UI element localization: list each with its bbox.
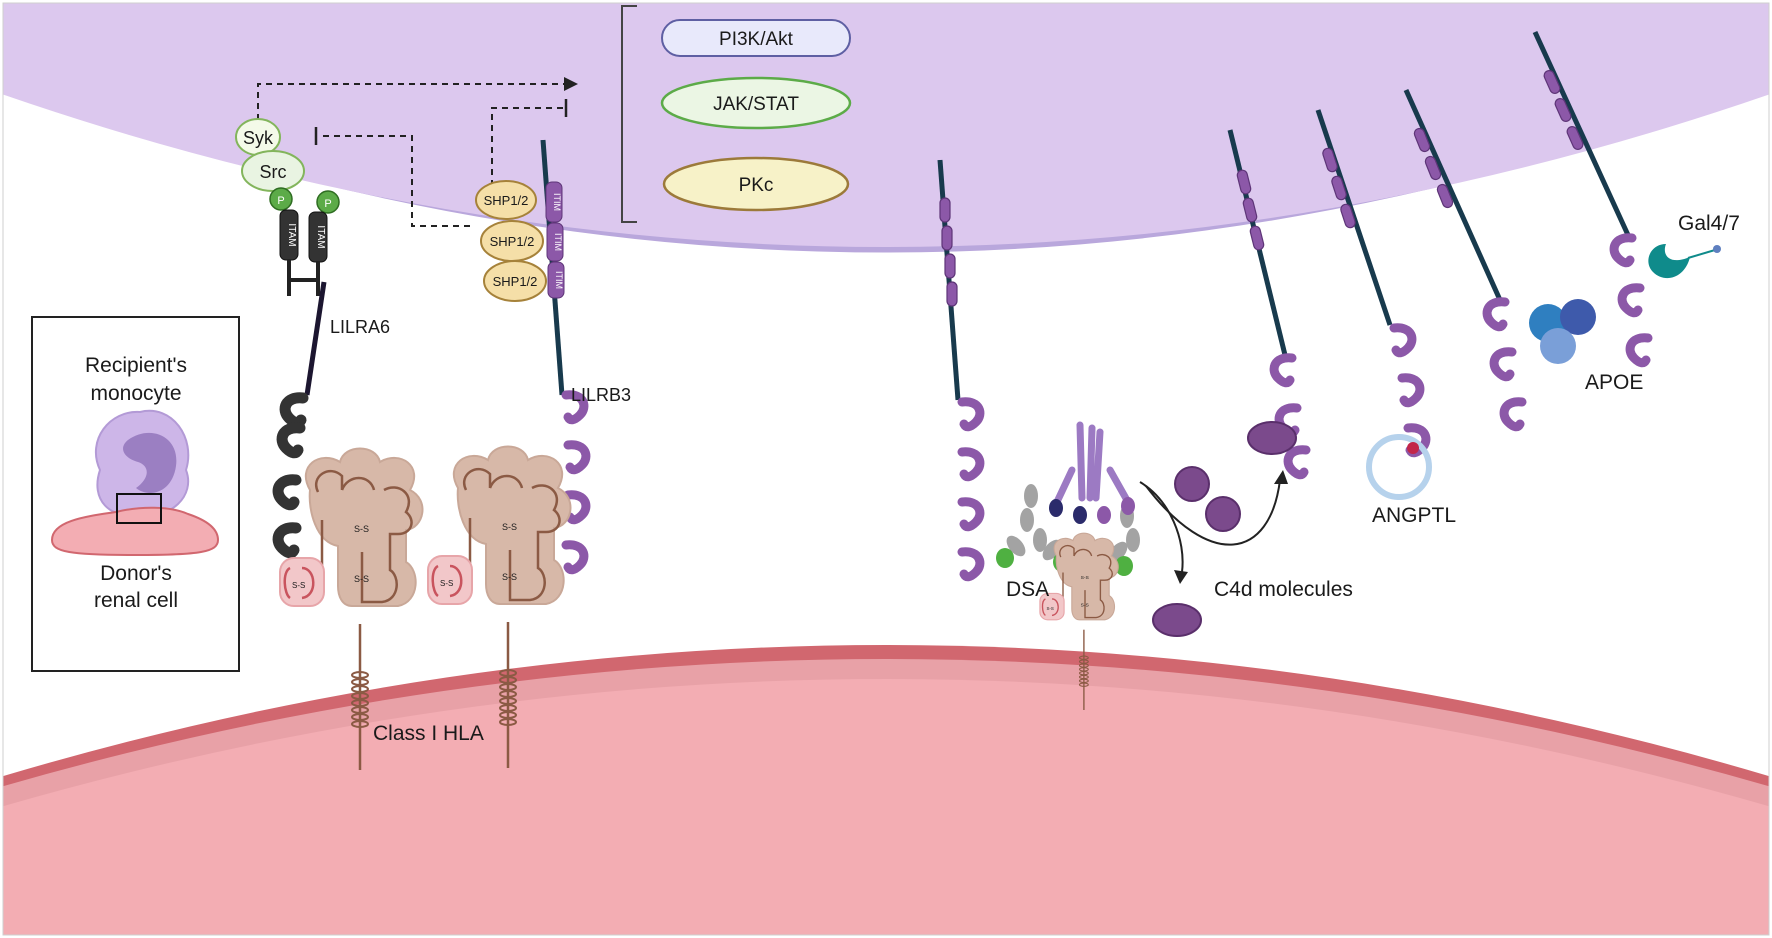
itam-motif-2: ITAM: [308, 211, 328, 263]
arrowhead: [1274, 470, 1288, 484]
phospho-group-2: P: [316, 190, 340, 214]
arrowhead: [1174, 570, 1188, 584]
svg-text:Syk: Syk: [243, 128, 274, 148]
apoe-protein: [1529, 299, 1596, 364]
hla-label: Class I HLA: [373, 722, 484, 745]
svg-text:Donor's: Donor's: [100, 562, 172, 585]
shp-phosphatase-2: SHP1/2: [480, 220, 544, 262]
phospho-group-1: P: [269, 187, 293, 211]
inset-nucleus: [123, 432, 177, 493]
receptor-dsa-side: [937, 159, 980, 577]
svg-text:ITIM: ITIM: [553, 233, 563, 251]
svg-text:SHP1/2: SHP1/2: [484, 193, 529, 208]
pathway-jakstat: JAK/STAT: [660, 76, 852, 130]
svg-text:SHP1/2: SHP1/2: [493, 274, 538, 289]
gal-label: Gal4/7: [1678, 212, 1740, 235]
renal-cytoplasm: [3, 679, 1769, 935]
receptor-apoe: [1403, 88, 1522, 427]
svg-text:Recipient's: Recipient's: [85, 354, 187, 377]
gal-protein: [1648, 244, 1721, 279]
arrowhead: [564, 77, 578, 91]
svg-text:SHP1/2: SHP1/2: [490, 234, 535, 249]
svg-text:ITIM: ITIM: [552, 193, 562, 211]
receptor-gal: [1532, 30, 1648, 363]
shp-phosphatase-3: SHP1/2: [483, 260, 547, 302]
svg-text:PKc: PKc: [739, 175, 774, 196]
inset-box: Recipient's monocyte Donor's renal cell: [31, 316, 240, 672]
lilra6-label: LILRA6: [330, 317, 390, 337]
svg-text:P: P: [324, 198, 331, 210]
lilrb3-label: LILRB3: [571, 385, 631, 405]
svg-text:renal cell: renal cell: [94, 589, 178, 612]
svg-text:Src: Src: [260, 162, 287, 182]
pathway-bracket: [621, 5, 637, 223]
itam-motif-1: ITAM: [279, 209, 299, 261]
inset-zoom-box: [116, 493, 162, 524]
c4d-label: C4d molecules: [1214, 578, 1353, 601]
svg-text:ITAM: ITAM: [315, 225, 326, 248]
inhibition-line-syk: [318, 135, 470, 227]
itam-adaptor: [287, 260, 320, 296]
receptor-c4d: [1227, 129, 1306, 475]
svg-text:JAK/STAT: JAK/STAT: [713, 94, 799, 115]
inhibition-line-top: [491, 107, 565, 186]
lilra6-stalk: [304, 281, 327, 396]
c4d-arrow-up: [1145, 479, 1281, 546]
svg-text:P: P: [277, 195, 284, 207]
monocyte-cytoplasm: [3, 3, 1769, 247]
receptor-angptl: [1315, 109, 1426, 453]
svg-text:monocyte: monocyte: [90, 382, 181, 405]
svg-text:ITIM: ITIM: [554, 271, 564, 289]
pathway-pkc: PKc: [662, 156, 850, 212]
shp-phosphatase-1: SHP1/2: [475, 180, 537, 220]
inset-renal-cell: [50, 506, 220, 557]
svg-text:ITAM: ITAM: [286, 223, 297, 246]
syk-kinase: Syk: [235, 118, 281, 156]
c1q-complex: [1049, 421, 1135, 524]
apoe-label: APOE: [1585, 371, 1643, 394]
src-kinase: Src: [241, 150, 305, 192]
pathway-pi3k: PI3K/Akt: [661, 19, 851, 57]
angptl-protein: [1366, 434, 1432, 500]
angptl-label: ANGPTL: [1372, 504, 1456, 527]
activation-arrow: [257, 83, 570, 120]
dsa-label: DSA: [1006, 578, 1049, 601]
c4d-molecules: [1152, 421, 1297, 637]
svg-text:PI3K/Akt: PI3K/Akt: [719, 29, 794, 50]
itim-motifs: ITIM ITIM ITIM: [545, 181, 565, 299]
